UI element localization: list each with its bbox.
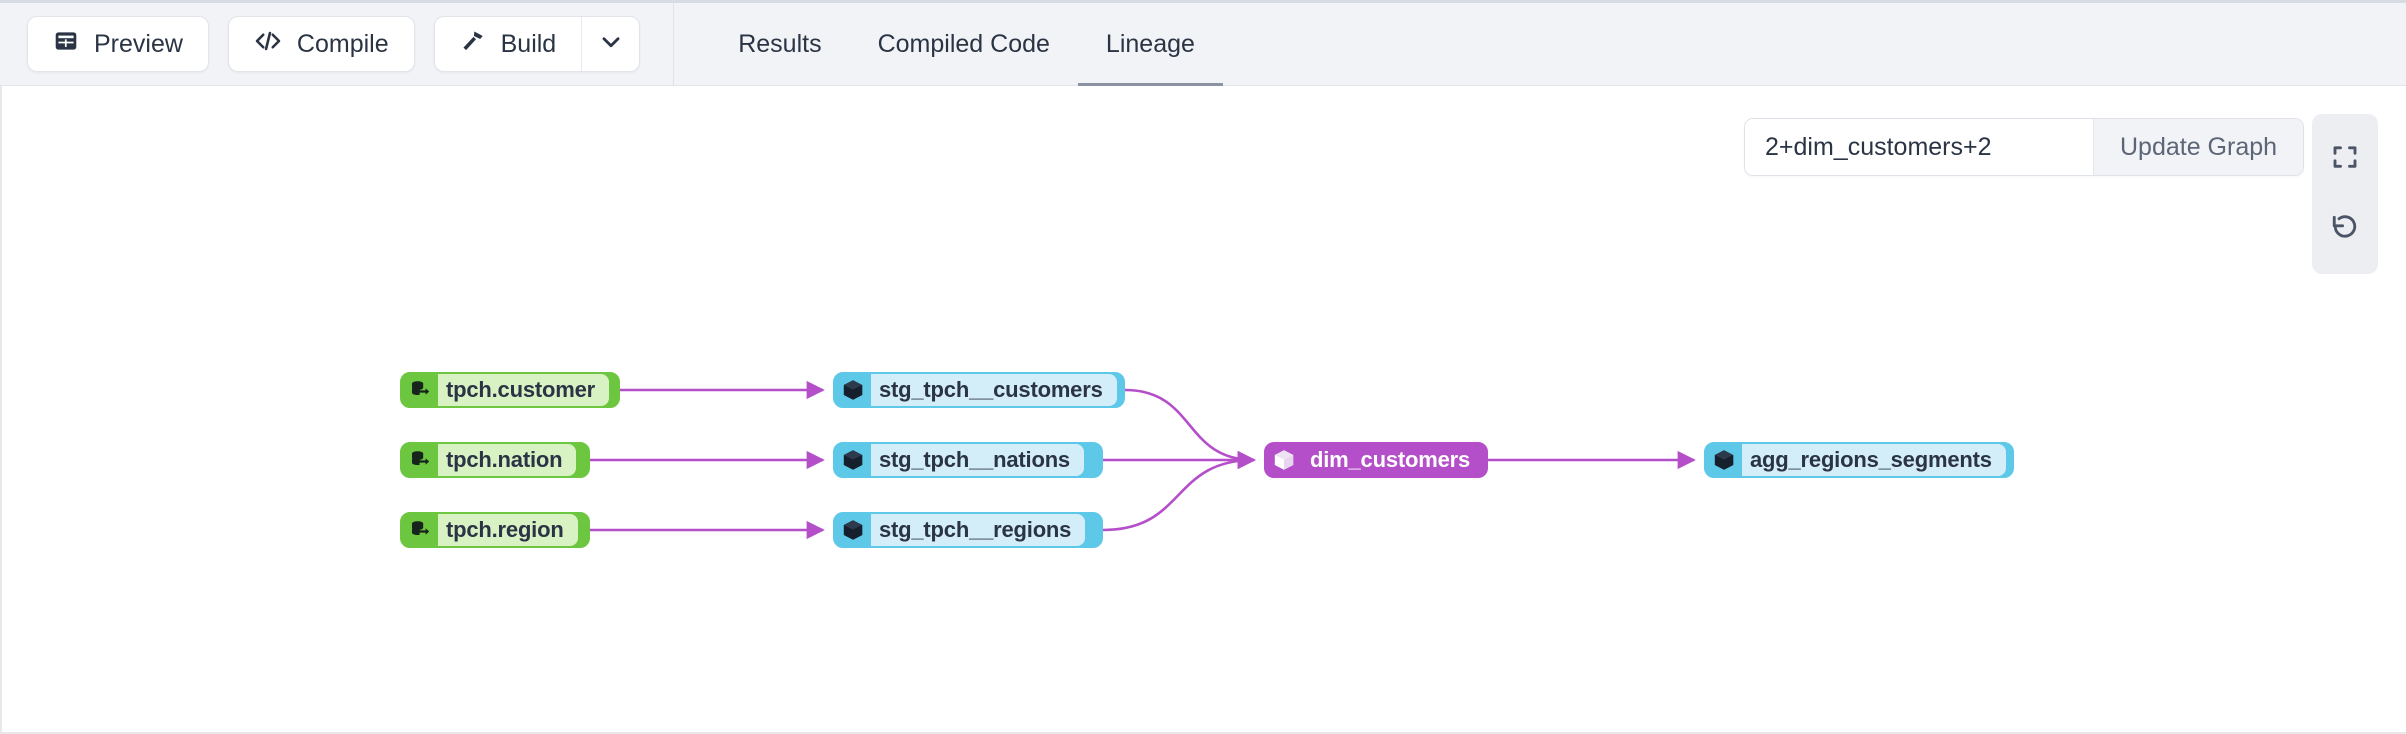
fullscreen-button[interactable] xyxy=(2312,124,2378,194)
tab-bar: Results Compiled Code Lineage xyxy=(674,1,1223,87)
tab-results-label: Results xyxy=(738,29,822,58)
compile-button[interactable]: Compile xyxy=(227,16,415,72)
update-graph-button-label: Update Graph xyxy=(2120,132,2278,161)
lineage-node-label: tpch.customer xyxy=(438,374,609,406)
cube-icon xyxy=(835,514,871,546)
lineage-node-stg-tpch-customers[interactable]: stg_tpch__customers xyxy=(833,372,1125,408)
lineage-edge-stg-tpch-customers-to-dim-customers xyxy=(1124,388,1256,470)
toolbar-divider xyxy=(673,1,675,87)
tab-lineage-label: Lineage xyxy=(1105,29,1195,58)
chevron-down-icon xyxy=(598,29,624,60)
fullscreen-icon xyxy=(2330,142,2360,177)
code-icon xyxy=(254,28,282,61)
lineage-node-dim-customers[interactable]: dim_customers xyxy=(1264,442,1488,478)
action-button-group: Preview Compile xyxy=(0,3,641,85)
reset-icon xyxy=(2330,212,2360,247)
lineage-node-label: stg_tpch__customers xyxy=(871,374,1117,406)
tab-lineage[interactable]: Lineage xyxy=(1077,1,1223,87)
lineage-canvas[interactable]: tpch.customer tpch.nation tpch.region st… xyxy=(0,86,2406,734)
update-graph-button[interactable]: Update Graph xyxy=(2093,119,2304,175)
lineage-node-agg-regions-segments[interactable]: agg_regions_segments xyxy=(1704,442,2014,478)
lineage-node-tpch-customer[interactable]: tpch.customer xyxy=(400,372,620,408)
tab-compiled-code-label: Compiled Code xyxy=(877,29,1050,58)
lineage-node-tpch-nation[interactable]: tpch.nation xyxy=(400,442,590,478)
lineage-node-label: agg_regions_segments xyxy=(1742,444,2006,476)
lineage-node-stg-tpch-nations[interactable]: stg_tpch__nations xyxy=(833,442,1103,478)
table-icon xyxy=(53,28,79,61)
compile-button-label: Compile xyxy=(296,29,389,58)
build-dropdown-toggle[interactable] xyxy=(581,17,639,71)
build-split-button: Build xyxy=(433,16,641,72)
lineage-node-label: tpch.nation xyxy=(438,444,577,476)
preview-button[interactable]: Preview xyxy=(27,16,209,72)
database-source-icon xyxy=(402,374,438,406)
cube-icon xyxy=(835,374,871,406)
lineage-node-label: tpch.region xyxy=(438,514,578,546)
hammer-icon xyxy=(460,28,486,61)
tab-compiled-code[interactable]: Compiled Code xyxy=(850,1,1078,87)
preview-button-label: Preview xyxy=(94,29,183,58)
reset-graph-button[interactable] xyxy=(2312,194,2378,264)
node-selector-input[interactable] xyxy=(1745,119,2093,175)
build-button-label: Build xyxy=(500,29,557,58)
lineage-node-stg-tpch-regions[interactable]: stg_tpch__regions xyxy=(833,512,1103,548)
lineage-node-label: stg_tpch__regions xyxy=(871,514,1086,546)
lineage-node-label: stg_tpch__nations xyxy=(871,444,1084,476)
build-button[interactable]: Build xyxy=(435,17,582,71)
top-toolbar: Preview Compile xyxy=(0,0,2406,87)
database-source-icon xyxy=(402,444,438,476)
cube-icon xyxy=(835,444,871,476)
cube-icon xyxy=(1706,444,1742,476)
graph-selector-bar: Update Graph xyxy=(1744,118,2305,176)
lineage-graph xyxy=(589,380,1696,540)
lineage-node-tpch-region[interactable]: tpch.region xyxy=(400,512,590,548)
database-source-icon xyxy=(402,514,438,546)
cube-icon xyxy=(1266,444,1302,476)
lineage-node-label: dim_customers xyxy=(1302,444,1485,476)
graph-tool-rail xyxy=(2312,114,2378,274)
tab-results[interactable]: Results xyxy=(710,1,849,87)
lineage-edge-stg-tpch-regions-to-dim-customers xyxy=(1102,450,1256,532)
